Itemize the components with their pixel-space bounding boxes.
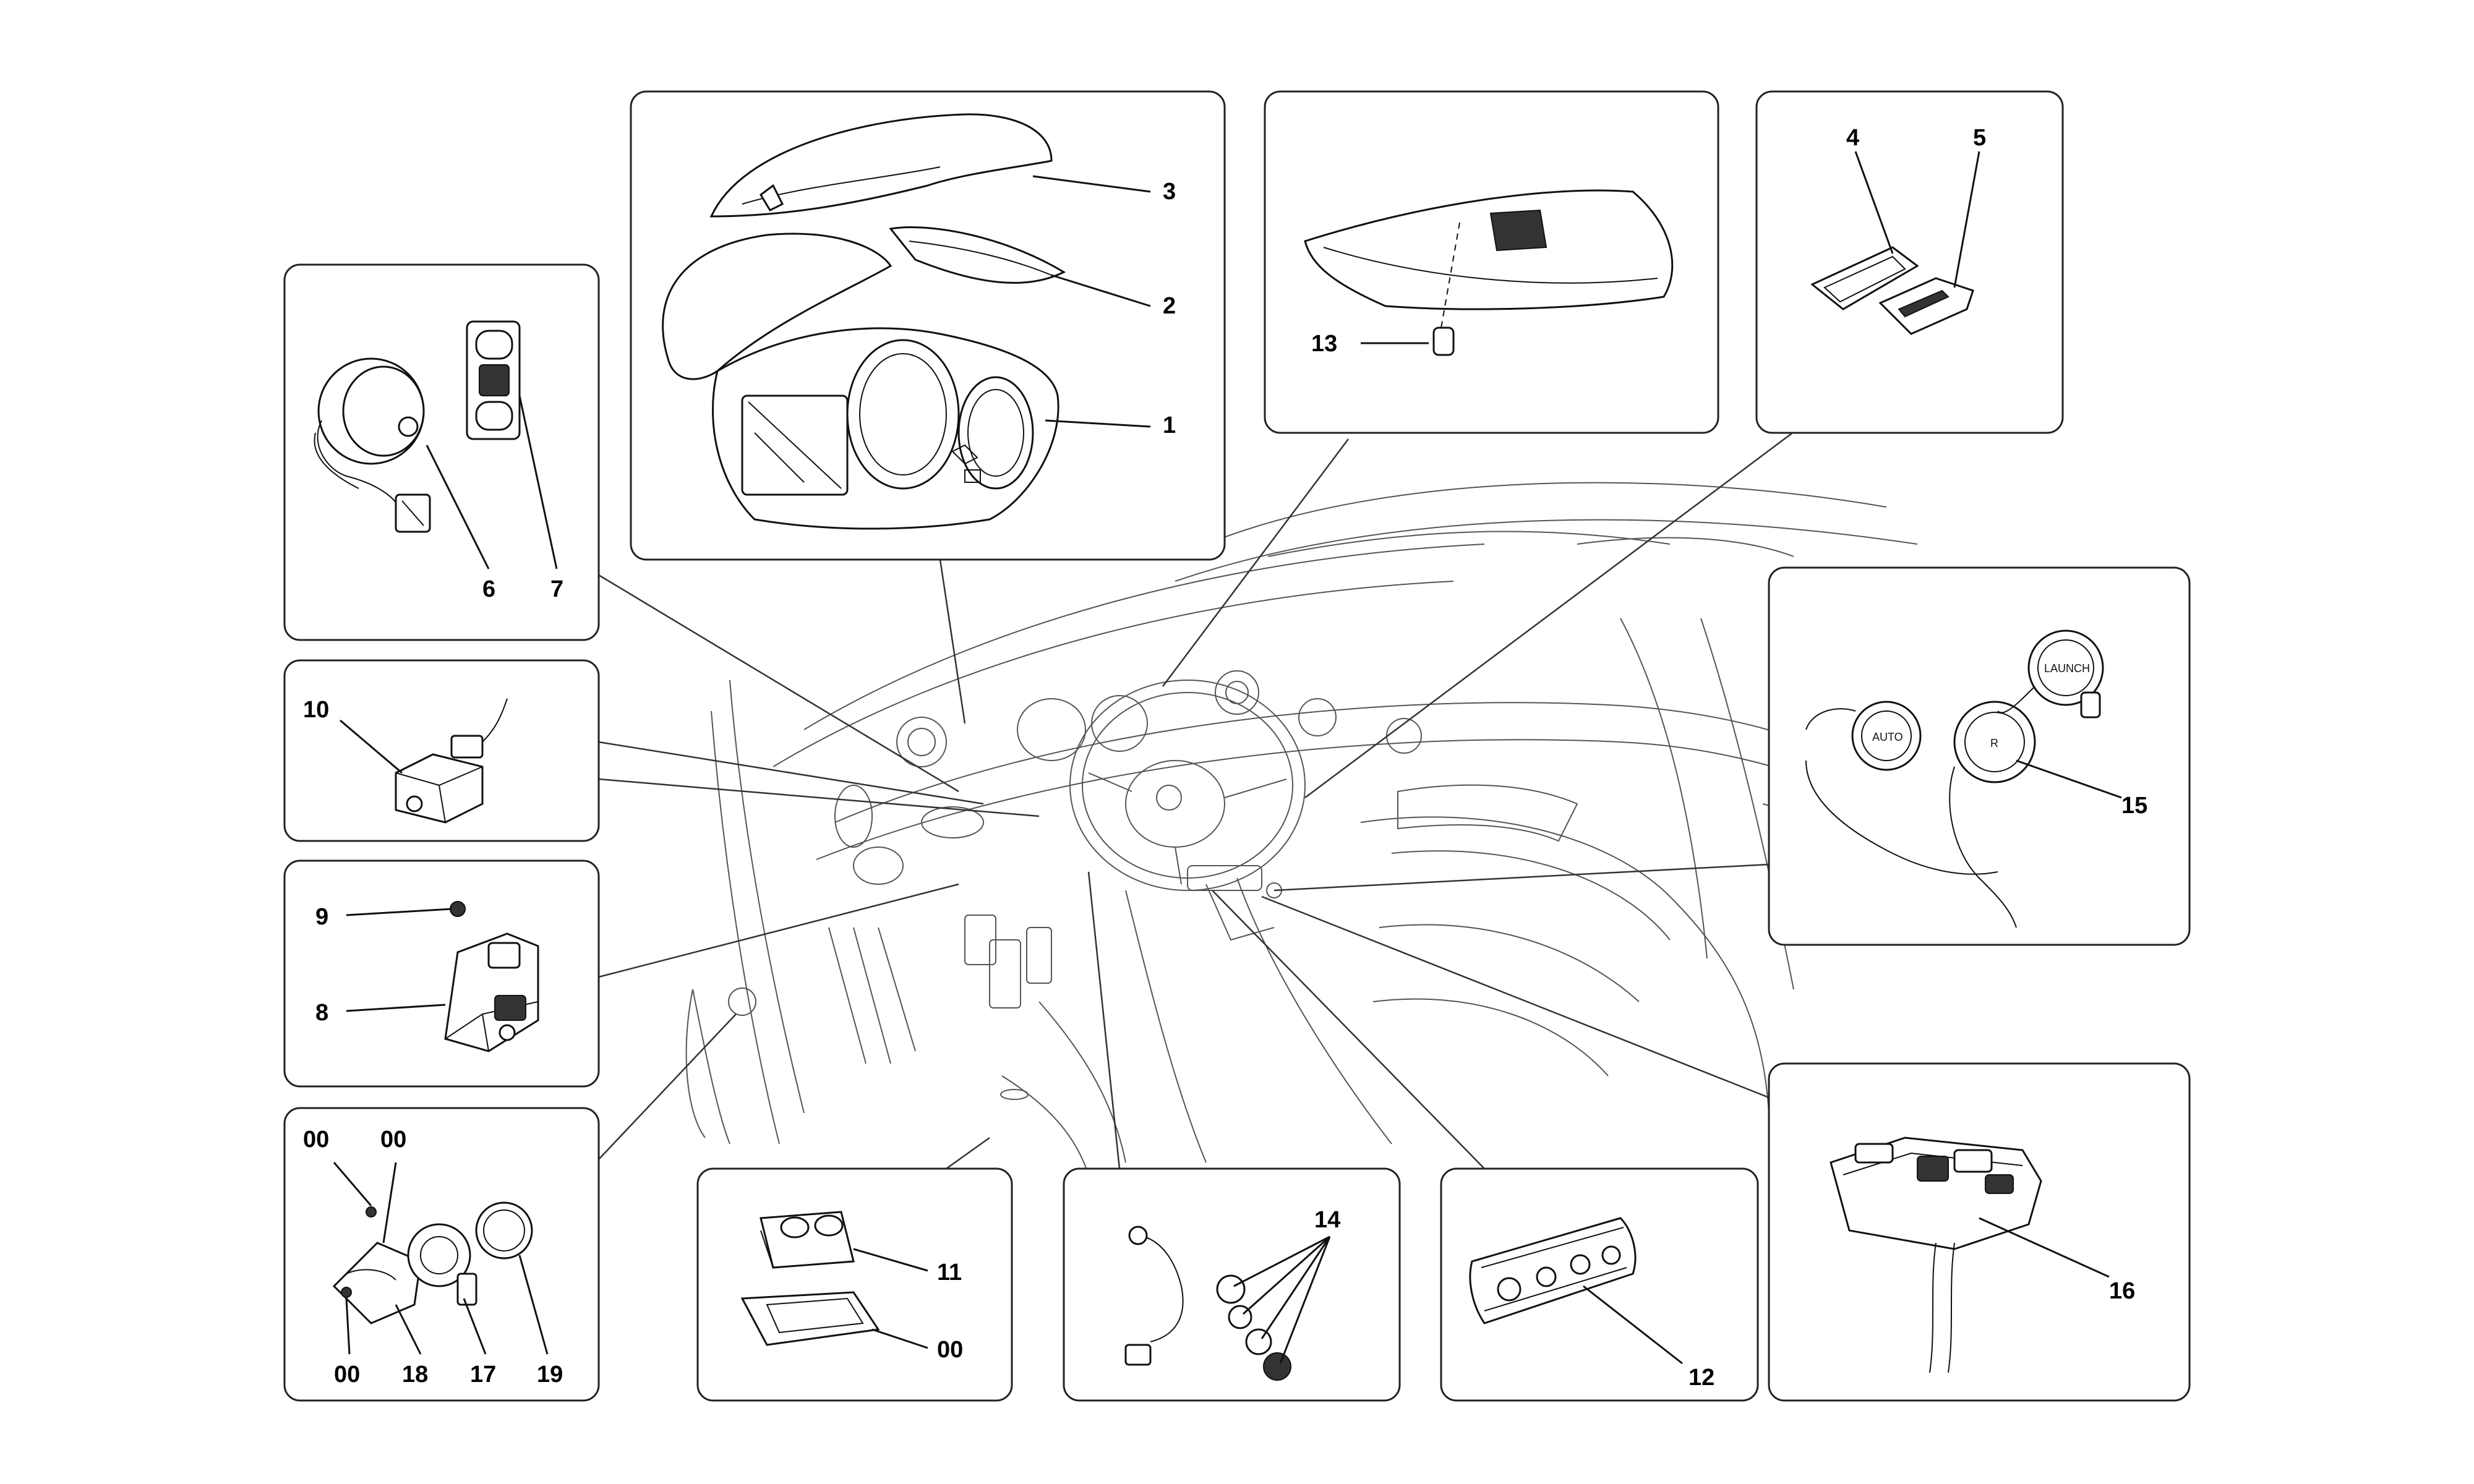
callout-19: 19 <box>537 1362 563 1388</box>
callout-15: 15 <box>2121 793 2147 819</box>
panel-connector-kit: 14 <box>1063 1167 1401 1402</box>
bulb-illustration <box>1432 326 1455 356</box>
reverse-button-label: R <box>1990 737 1998 749</box>
cluster-trim-illustration <box>889 226 1066 284</box>
callout-12: 12 <box>1689 1365 1714 1391</box>
car-interior-illustration <box>685 482 1949 1175</box>
ring-illustration <box>475 1201 533 1260</box>
panel-light-switches: 6 7 <box>283 263 600 641</box>
switch-frame-illustration <box>1810 246 1919 310</box>
callout-9: 9 <box>315 904 328 930</box>
leader-lines <box>598 419 1810 1170</box>
roof-lamp-cover-illustration <box>1304 189 1674 310</box>
panel-roof-lamp: 13 <box>1264 90 1719 434</box>
callout-7: 7 <box>550 576 563 602</box>
panel-climate-control: 12 <box>1440 1167 1759 1402</box>
auto-button-illustration <box>1851 701 1922 771</box>
callout-8: 8 <box>315 1000 328 1026</box>
callout-5: 5 <box>1973 125 1986 151</box>
callout-3: 3 <box>1163 179 1176 205</box>
panel-drive-switches: AUTO R LAUNCH 15 <box>1768 566 2191 946</box>
callout-6: 6 <box>482 576 495 602</box>
launch-button-illustration <box>2027 629 2104 706</box>
callout-4: 4 <box>1846 125 1859 151</box>
callout-10: 10 <box>303 697 329 723</box>
callout-2: 2 <box>1163 293 1176 319</box>
callout-00-b: 00 <box>380 1127 406 1153</box>
panel-door-lock: 00 00 00 18 17 19 <box>283 1107 600 1402</box>
callout-1: 1 <box>1163 412 1176 438</box>
screw-illustration <box>450 901 466 917</box>
panel-trunk-switch: 10 <box>283 659 600 842</box>
panel-seat-switches: 16 <box>1768 1062 2191 1402</box>
grommet-illustration <box>1216 1274 1246 1304</box>
panel-switch-housing: 4 5 <box>1755 90 2064 434</box>
callout-16: 16 <box>2109 1278 2135 1304</box>
panel-instrument-cluster: 3 2 1 <box>630 90 1226 561</box>
callout-14: 14 <box>1314 1207 1340 1233</box>
callout-00-a: 00 <box>303 1127 329 1153</box>
launch-button-label: LAUNCH <box>2044 662 2090 675</box>
lock-switch-illustration <box>407 1223 471 1287</box>
switch-bezel-illustration <box>740 1291 880 1346</box>
panel-window-switch: 11 00 <box>696 1167 1013 1402</box>
callout-18: 18 <box>402 1362 428 1388</box>
callout-17: 17 <box>470 1362 496 1388</box>
callout-11: 11 <box>937 1260 962 1286</box>
panel-mirror-switch: 9 8 <box>283 859 600 1088</box>
callout-00-d: 00 <box>937 1337 963 1363</box>
reverse-button-illustration <box>1953 701 2036 783</box>
callout-00-c: 00 <box>334 1362 360 1388</box>
lock-bracket-illustration <box>332 1242 422 1324</box>
auto-button-label: AUTO <box>1872 731 1903 743</box>
callout-13: 13 <box>1311 331 1337 357</box>
